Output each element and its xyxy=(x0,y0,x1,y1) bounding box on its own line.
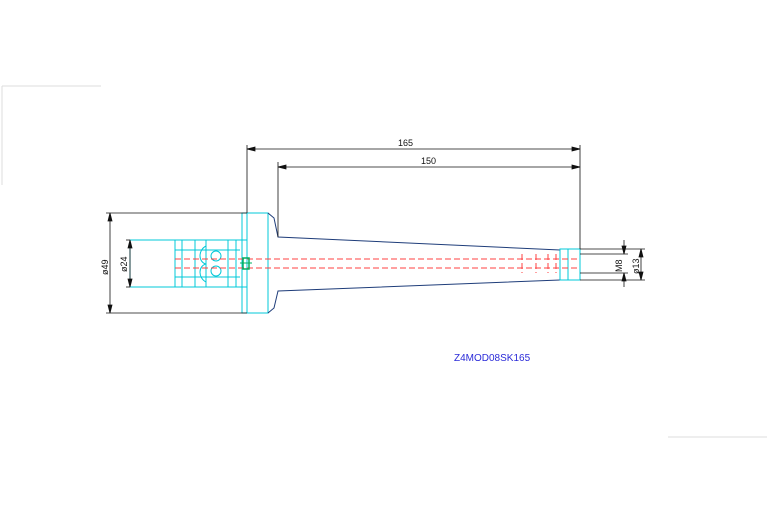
dim-overall-length: 165 xyxy=(398,138,413,148)
center-mark xyxy=(240,257,252,270)
dimension-d49 xyxy=(106,212,247,314)
dimension-150 xyxy=(277,162,581,237)
dim-tip-diameter: ø13 xyxy=(631,258,641,274)
dim-thread: M8 xyxy=(614,259,624,272)
dimension-d13 xyxy=(580,248,645,281)
dim-taper-length: 150 xyxy=(421,156,436,166)
dim-flange-diameter: ø49 xyxy=(100,259,110,275)
tip xyxy=(559,248,581,281)
dimension-165 xyxy=(246,145,581,249)
dim-shank-diameter: ø24 xyxy=(119,256,129,272)
part-code-label: Z4MOD08SK165 xyxy=(454,353,531,364)
sheet-border xyxy=(1,85,767,438)
shank-body xyxy=(129,239,248,288)
taper-body xyxy=(267,212,561,314)
dimension-d24 xyxy=(126,239,133,288)
